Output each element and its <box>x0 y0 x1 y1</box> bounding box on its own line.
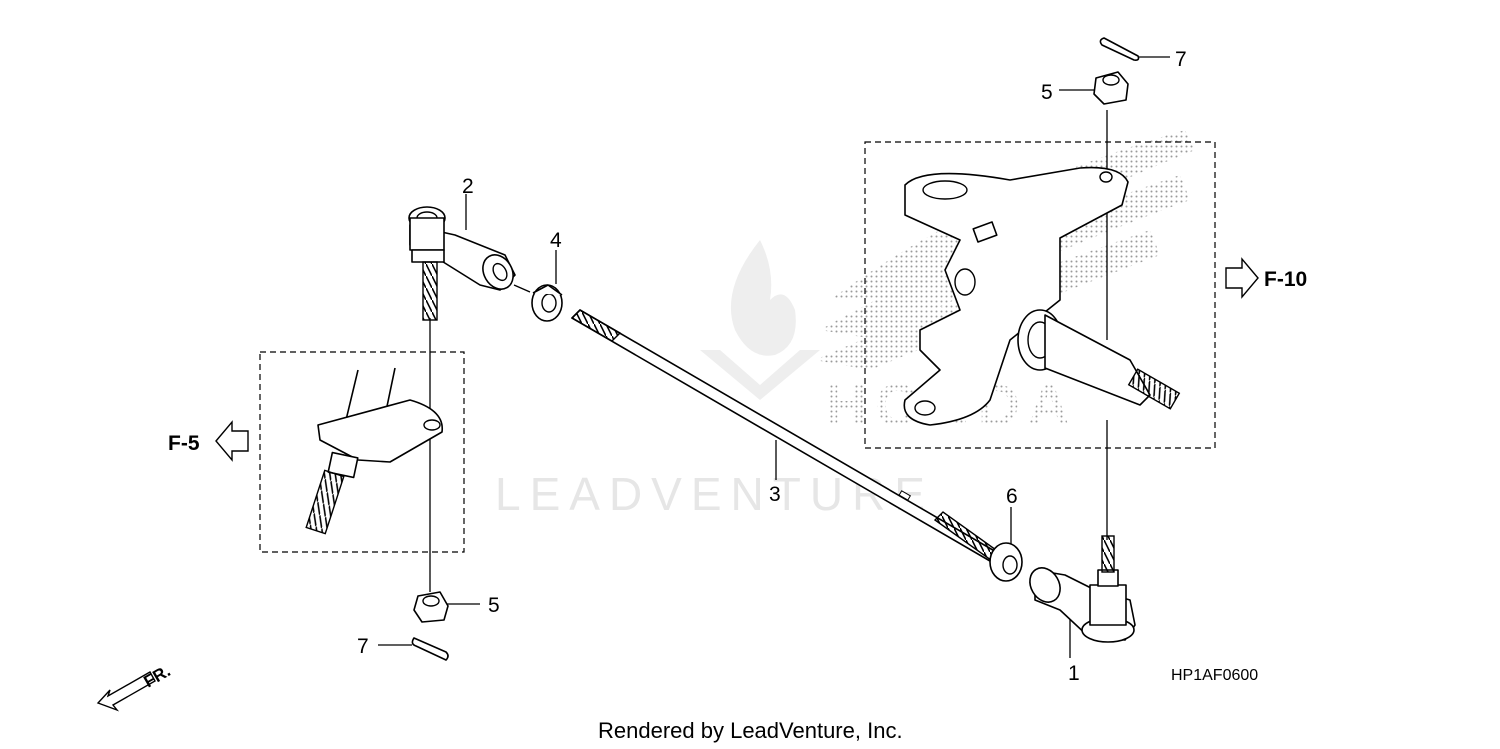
diagram-code: HP1AF0600 <box>1171 667 1258 684</box>
part-label-3[interactable]: 3 <box>769 483 781 506</box>
left-arrow-icon <box>215 420 249 462</box>
lock-nut-6 <box>989 542 1023 582</box>
cotter-pin-top <box>1099 37 1140 61</box>
tie-rod-end-right <box>1029 535 1136 643</box>
part-label-2[interactable]: 2 <box>462 175 474 198</box>
f10-reference-frame <box>864 141 1216 449</box>
reference-f5[interactable]: F-5 <box>168 420 249 462</box>
f5-reference-frame <box>259 351 465 553</box>
part-label-1[interactable]: 1 <box>1068 662 1080 685</box>
reference-f5-label[interactable]: F-5 <box>168 432 200 455</box>
front-arrow-icon <box>96 671 156 712</box>
cotter-pin-bottom <box>411 637 449 661</box>
reference-f10-label[interactable]: F-10 <box>1264 268 1307 291</box>
right-arrow-icon <box>1225 257 1259 299</box>
part-label-7-bottom[interactable]: 7 <box>357 635 369 658</box>
castle-nut-bottom <box>413 591 449 623</box>
knuckle-assembly <box>903 166 1181 426</box>
reference-f10[interactable]: F-10 <box>1225 257 1307 299</box>
steering-shaft-assembly <box>305 367 443 535</box>
part-label-4[interactable]: 4 <box>550 229 562 252</box>
rendered-by-footer: Rendered by LeadVenture, Inc. <box>598 718 903 743</box>
tie-rod <box>570 309 1012 569</box>
part-label-5-top[interactable]: 5 <box>1041 81 1053 104</box>
lock-nut-4 <box>531 284 563 322</box>
part-label-7-top[interactable]: 7 <box>1175 48 1187 71</box>
assembly-leader-lines <box>378 56 1170 658</box>
castle-nut-top <box>1093 71 1129 105</box>
tie-rod-end-left <box>408 206 516 321</box>
leadventure-watermark: LEADVENTURE <box>495 468 934 520</box>
part-label-5-bottom[interactable]: 5 <box>488 594 500 617</box>
front-direction-indicator: FR. <box>96 661 174 712</box>
part-label-6[interactable]: 6 <box>1006 485 1018 508</box>
flame-logo-watermark <box>700 240 820 400</box>
